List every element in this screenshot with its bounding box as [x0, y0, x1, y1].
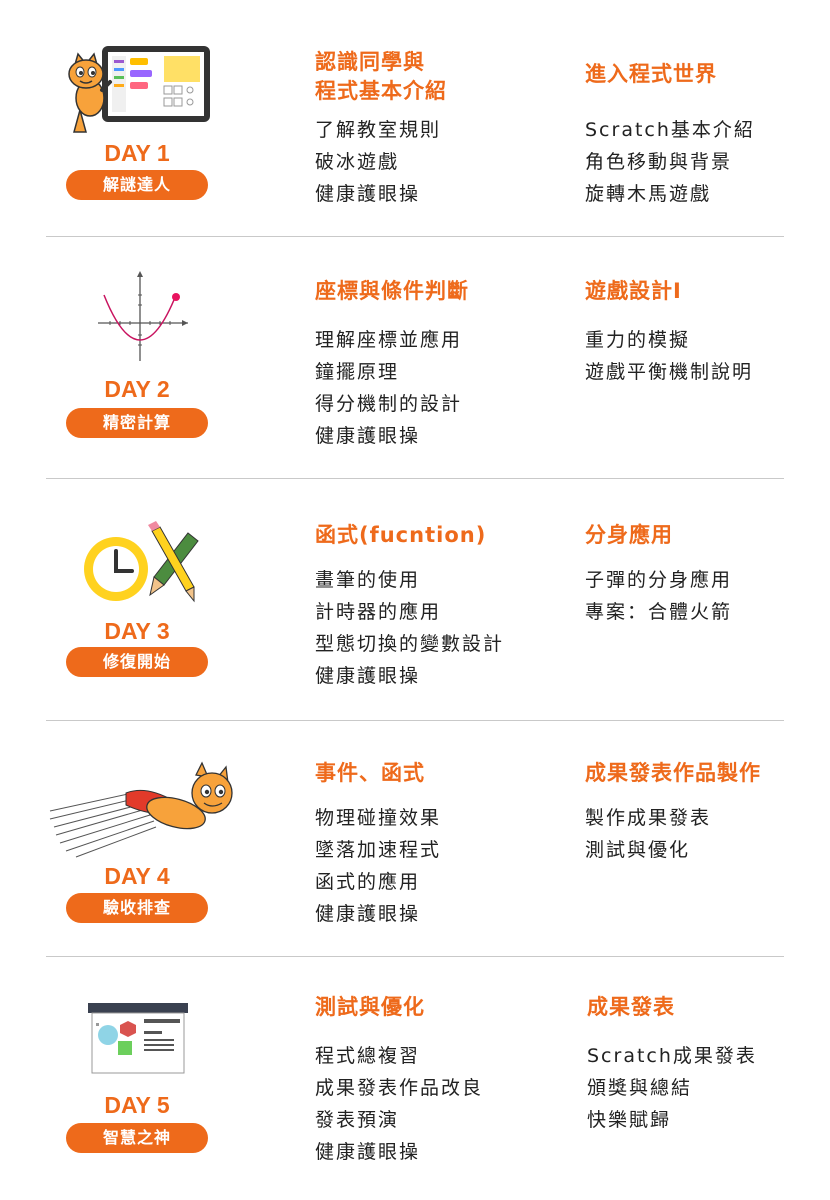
list-item: Scratch基本介紹: [585, 119, 755, 141]
list-item: 製作成果發表: [585, 807, 712, 829]
session-left: 函式(fucntion) 畫筆的使用 計時器的應用 型態切換的變數設計 健康護眼…: [315, 521, 555, 692]
divider: [46, 956, 784, 957]
divider: [46, 236, 784, 237]
day-5-section: DAY 5 智慧之神 測試與優化 程式總複習 成果發表作品改良 發表預演 健康護…: [0, 957, 830, 1200]
list-item: 健康護眼操: [315, 665, 421, 687]
session-left: 事件、函式 物理碰撞效果 墜落加速程式 函式的應用 健康護眼操: [315, 759, 555, 930]
session-title: 進入程式世界: [585, 62, 717, 86]
list-item: 健康護眼操: [315, 183, 421, 205]
session-title: 測試與優化: [315, 995, 425, 1019]
session-title: 遊戲設計I: [585, 279, 682, 303]
list-item: 程式總複習: [315, 1045, 421, 1067]
day-2-section: DAY 2 精密計算 座標與條件判斷 理解座標並應用 鐘擺原理 得分機制的設計 …: [0, 237, 830, 478]
divider: [46, 720, 784, 721]
list-item: 物理碰撞效果: [315, 807, 442, 829]
day-theme-badge: 智慧之神: [66, 1123, 208, 1153]
day-theme-badge: 驗收排查: [66, 893, 208, 923]
list-item: 發表預演: [315, 1109, 400, 1131]
list-item: 得分機制的設計: [315, 393, 463, 415]
list-item: 重力的模擬: [585, 329, 691, 351]
list-item: 子彈的分身應用: [585, 569, 733, 591]
day-label: DAY 5: [104, 1092, 170, 1118]
session-right: 成果發表作品製作 製作成果發表 測試與優化: [585, 759, 825, 866]
list-item: 畫筆的使用: [315, 569, 421, 591]
list-item: 快樂賦歸: [587, 1109, 672, 1131]
day-label: DAY 4: [104, 863, 170, 889]
session-title: 函式(fucntion): [315, 523, 487, 547]
day-label: DAY 2: [104, 376, 170, 402]
list-item: 頒獎與總結: [587, 1077, 693, 1099]
day-theme-badge: 精密計算: [66, 408, 208, 438]
session-left: 認識同學與程式基本介紹 了解教室規則 破冰遊戲 健康護眼操: [315, 48, 555, 210]
divider: [46, 478, 784, 479]
session-left: 座標與條件判斷 理解座標並應用 鐘擺原理 得分機制的設計 健康護眼操: [315, 277, 555, 452]
day-label: DAY 3: [104, 618, 170, 644]
list-item: 理解座標並應用: [315, 329, 463, 351]
list-item: 專案：合體火箭: [585, 601, 733, 623]
presentation-board-icon: [88, 1003, 188, 1074]
list-item: 健康護眼操: [315, 903, 421, 925]
day-3-section: DAY 3 修復開始 函式(fucntion) 畫筆的使用 計時器的應用 型態切…: [0, 479, 830, 720]
list-item: 健康護眼操: [315, 1141, 421, 1163]
day-1-section: DAY 1 解謎達人 認識同學與程式基本介紹 了解教室規則 破冰遊戲 健康護眼操…: [0, 0, 830, 236]
session-right: 成果發表 Scratch成果發表 頒獎與總結 快樂賦歸: [587, 993, 827, 1136]
list-item: 成果發表作品改良: [315, 1077, 484, 1099]
day-theme-badge: 修復開始: [66, 647, 208, 677]
list-item: 鐘擺原理: [315, 361, 400, 383]
parabola-graph-icon: [98, 271, 188, 361]
session-title: 分身應用: [585, 523, 673, 547]
list-item: 遊戲平衡機制說明: [585, 361, 754, 383]
list-item: 墜落加速程式: [315, 839, 442, 861]
list-item: 了解教室規則: [315, 119, 442, 141]
list-item: 旋轉木馬遊戲: [585, 183, 712, 205]
session-title: 座標與條件判斷: [315, 279, 469, 303]
day-4-section: DAY 4 驗收排查 事件、函式 物理碰撞效果 墜落加速程式 函式的應用 健康護…: [0, 721, 830, 956]
list-item: 函式的應用: [315, 871, 421, 893]
list-item: 型態切換的變數設計: [315, 633, 505, 655]
session-right: 進入程式世界 Scratch基本介紹 角色移動與背景 旋轉木馬遊戲: [585, 60, 825, 210]
session-title: 事件、函式: [315, 761, 425, 785]
session-right: 分身應用 子彈的分身應用 專案：合體火箭: [585, 521, 825, 628]
flying-cat-icon: [49, 761, 233, 858]
session-left: 測試與優化 程式總複習 成果發表作品改良 發表預演 健康護眼操: [315, 993, 555, 1168]
scratch-cat-tablet-icon: [68, 46, 210, 133]
list-item: 角色移動與背景: [585, 151, 733, 173]
session-title: 成果發表: [587, 995, 675, 1019]
clock-pencil-icon: [84, 521, 199, 603]
session-title: 成果發表作品製作: [585, 761, 761, 785]
list-item: 健康護眼操: [315, 425, 421, 447]
list-item: 破冰遊戲: [315, 151, 400, 173]
list-item: 計時器的應用: [315, 601, 442, 623]
session-title: 認識同學與程式基本介紹: [315, 50, 447, 103]
list-item: 測試與優化: [585, 839, 691, 861]
list-item: Scratch成果發表: [587, 1045, 757, 1067]
day-label: DAY 1: [104, 140, 170, 166]
day-theme-badge: 解謎達人: [66, 170, 208, 200]
session-right: 遊戲設計I 重力的模擬 遊戲平衡機制說明: [585, 277, 825, 388]
